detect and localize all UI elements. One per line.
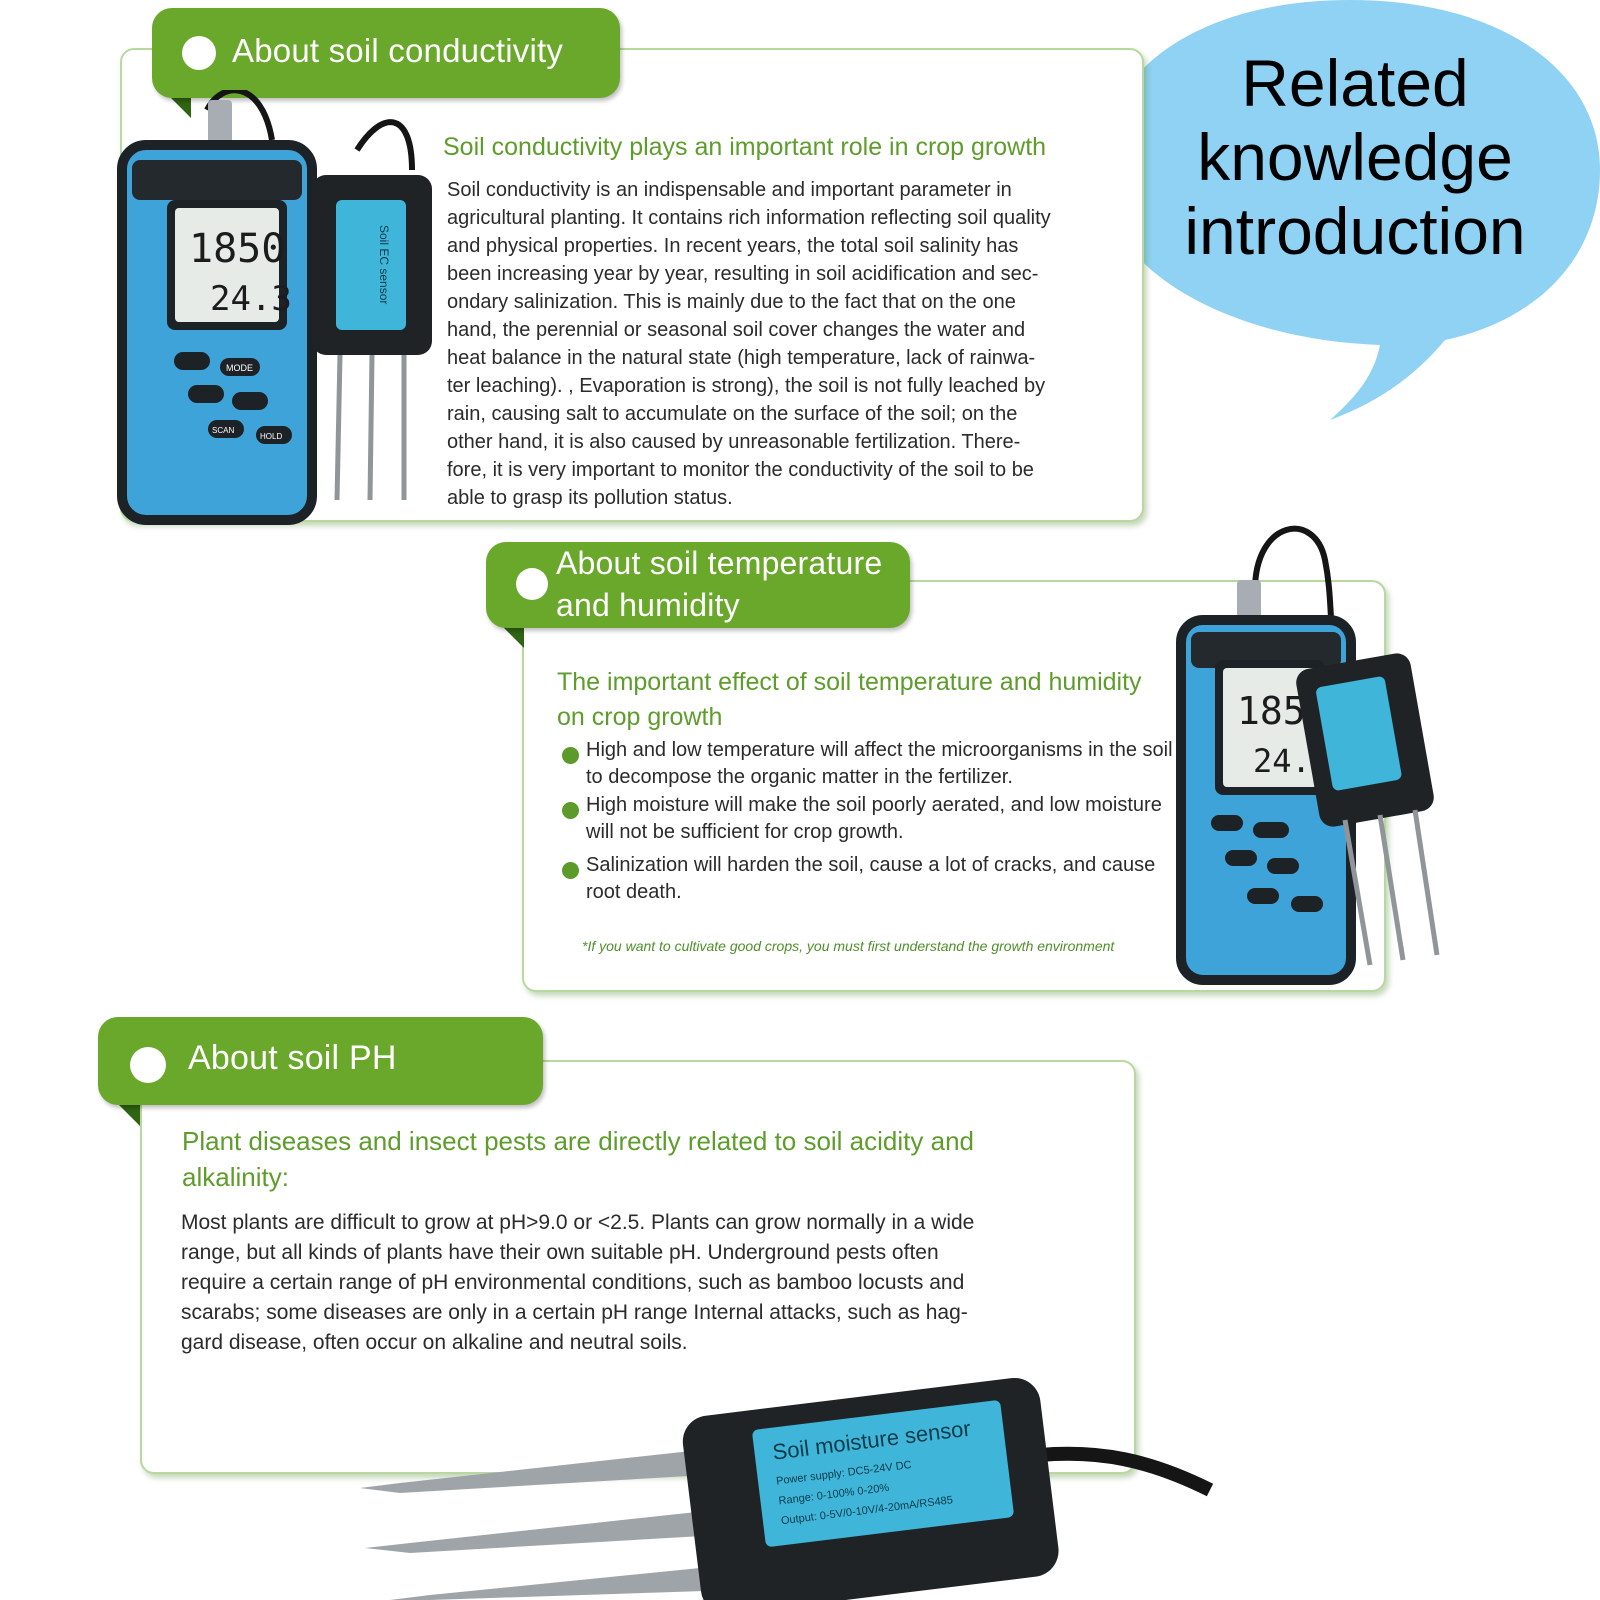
- ph-body: Most plants are difficult to grow at pH>…: [181, 1208, 1081, 1358]
- moisture-sensor-probe: Soil moisture sensor Power supply: DC5-2…: [360, 1377, 1214, 1600]
- speech-bubble: [1100, 0, 1600, 420]
- temperature-tab-dot: [516, 568, 548, 600]
- temperature-tab-title: About soil temperature and humidity: [556, 542, 882, 626]
- ph-line: Most plants are difficult to grow at pH>…: [181, 1211, 975, 1234]
- meter1-hold-button-label: HOLD: [260, 432, 282, 441]
- conductivity-line: ondary salinization. This is mainly due …: [447, 291, 1016, 313]
- ph-subheading: Plant diseases and insect pests are dire…: [182, 1123, 974, 1195]
- temperature-tab-title-line1: About soil temperature: [556, 545, 883, 581]
- conductivity-tab-dot: [182, 36, 216, 70]
- ph-subheading-line1: Plant diseases and insect pests are dire…: [182, 1126, 974, 1156]
- ph-tab: About soil PH: [98, 1017, 543, 1105]
- bullet-dot: [562, 747, 579, 764]
- meter1-secondary-reading: 24.3: [210, 279, 292, 319]
- temperature-subheading: The important effect of soil temperature…: [557, 665, 1142, 735]
- bubble-title-line2: knowledge: [1197, 120, 1513, 194]
- ph-line: require a certain range of pH environmen…: [181, 1271, 965, 1294]
- ph-line: scarabs; some diseases are only in a cer…: [181, 1301, 968, 1324]
- meter1-main-reading: 1850: [189, 226, 285, 272]
- meter1-mode-button-label: MODE: [226, 363, 253, 373]
- conductivity-line: Soil conductivity is an indispensable an…: [447, 179, 1012, 201]
- ph-tab-dot: [130, 1047, 166, 1083]
- conductivity-line: fore, it is very important to monitor th…: [447, 459, 1034, 481]
- bullet-line: High and low temperature will affect the…: [586, 739, 1173, 761]
- conductivity-line: heat balance in the natural state (high …: [447, 347, 1036, 369]
- handheld-meter-1: 1850 24.3 MODE SCAN HOLD Soil EC sensor: [117, 90, 432, 525]
- bullet-line: to decompose the organic matter in the f…: [586, 766, 1013, 788]
- conductivity-line: rain, causing salt to accumulate on the …: [447, 403, 1018, 425]
- bullet-dot: [562, 802, 579, 819]
- bullet-dot: [562, 862, 579, 879]
- bullet-line: Salinization will harden the soil, cause…: [586, 854, 1156, 876]
- bubble-title: Related knowledge introduction: [1120, 46, 1590, 268]
- bubble-title-line1: Related: [1241, 46, 1469, 120]
- temperature-tab-title-line2: and humidity: [556, 587, 740, 623]
- temperature-bullet-2: High moisture will make the soil poorly …: [586, 792, 1162, 846]
- ph-line: gard disease, often occur on alkaline an…: [181, 1331, 688, 1354]
- conductivity-tab: About soil conductivity: [152, 8, 620, 98]
- bubble-title-line3: introduction: [1184, 194, 1526, 268]
- temperature-bullet-3: Salinization will harden the soil, cause…: [586, 852, 1155, 906]
- ph-subheading-line2: alkalinity:: [182, 1162, 289, 1192]
- ph-line: range, but all kinds of plants have thei…: [181, 1241, 939, 1264]
- conductivity-line: ter leaching). , Evaporation is strong),…: [447, 375, 1046, 397]
- bullet-line: High moisture will make the soil poorly …: [586, 794, 1162, 816]
- temperature-subheading-line2: on crop growth: [557, 703, 723, 731]
- temperature-footnote: *If you want to cultivate good crops, yo…: [582, 938, 1115, 954]
- conductivity-body: Soil conductivity is an indispensable an…: [447, 176, 1127, 512]
- temperature-bullet-1: High and low temperature will affect the…: [586, 737, 1173, 791]
- conductivity-line: and physical properties. In recent years…: [447, 235, 1019, 257]
- ph-tab-title: About soil PH: [188, 1039, 397, 1077]
- temperature-subheading-line1: The important effect of soil temperature…: [557, 668, 1142, 696]
- conductivity-line: able to grasp its pollution status.: [447, 487, 733, 509]
- conductivity-subheading: Soil conductivity plays an important rol…: [443, 133, 1047, 161]
- conductivity-line: other hand, it is also caused by unreaso…: [447, 431, 1021, 453]
- meter1-scan-button-label: SCAN: [212, 426, 234, 435]
- temperature-humidity-tab: About soil temperature and humidity: [486, 542, 910, 628]
- bullet-line: will not be sufficient for crop growth.: [586, 821, 904, 843]
- conductivity-line: hand, the perennial or seasonal soil cov…: [447, 319, 1026, 341]
- ec-probe-label: Soil EC sensor: [377, 225, 391, 304]
- conductivity-tab-title: About soil conductivity: [232, 32, 564, 69]
- conductivity-line: been increasing year by year, resulting …: [447, 263, 1039, 285]
- bullet-line: root death.: [586, 881, 682, 903]
- conductivity-line: agricultural planting. It contains rich …: [447, 207, 1051, 229]
- handheld-meter-2: 1850 24.3: [1176, 525, 1440, 985]
